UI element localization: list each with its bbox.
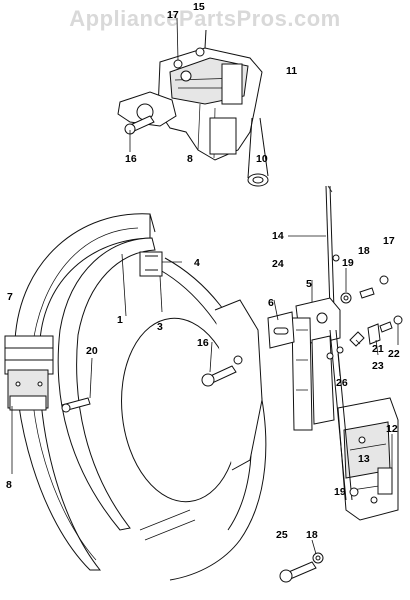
- callout-8: 8: [187, 153, 193, 165]
- callout-18: 18: [358, 245, 370, 257]
- callout-22: 22: [388, 348, 400, 360]
- callout-15: 15: [193, 1, 205, 13]
- callout-14: 14: [272, 230, 284, 242]
- callout-17: 17: [167, 9, 179, 21]
- callout-26: 26: [336, 377, 348, 389]
- latch-plate-6[interactable]: [267, 311, 295, 349]
- door-frame-ring[interactable]: [14, 213, 267, 581]
- callout-3: 3: [157, 321, 163, 333]
- callout-21: 21: [372, 343, 384, 355]
- callout-8b: 8: [6, 479, 12, 491]
- lock-motor-assembly[interactable]: [117, 29, 263, 161]
- callout-10: 10: [256, 153, 268, 165]
- drive-belt-10[interactable]: [247, 117, 269, 187]
- leader-lines: [11, 17, 399, 555]
- screw-20[interactable]: [61, 397, 91, 413]
- hinge-block[interactable]: [4, 335, 54, 411]
- watermark: AppliancePartsPros.com: [69, 6, 341, 31]
- callout-1: 1: [117, 314, 123, 326]
- callout-19: 19: [342, 257, 354, 269]
- callout-18b: 18: [306, 529, 318, 541]
- door-glass[interactable]: [113, 299, 263, 541]
- callout-11: 11: [286, 65, 297, 77]
- callout-7: 7: [7, 291, 13, 303]
- callout-17b: 17: [383, 235, 395, 247]
- callout-23: 23: [372, 360, 384, 372]
- callout-25: 25: [276, 529, 288, 541]
- callout-24: 24: [272, 258, 284, 270]
- callout-13: 13: [358, 453, 370, 465]
- screw-16-center[interactable]: [201, 355, 243, 387]
- callout-labels: 15 17 11 16 8 10 14 18 17 4 24 19 5 7 6 …: [6, 1, 400, 541]
- callout-19b: 19: [334, 486, 346, 498]
- latch-bracket[interactable]: [291, 297, 341, 431]
- callout-5: 5: [306, 278, 312, 290]
- callout-20: 20: [86, 345, 98, 357]
- screw-25[interactable]: [279, 552, 324, 583]
- callout-12: 12: [386, 423, 398, 435]
- small-hardware[interactable]: [326, 254, 403, 497]
- callout-16: 16: [125, 153, 137, 165]
- callout-6: 6: [268, 297, 274, 309]
- screw-16-top[interactable]: [124, 115, 155, 135]
- latch-rod-14[interactable]: [325, 185, 335, 311]
- callout-4: 4: [194, 257, 200, 269]
- callout-16b: 16: [197, 337, 209, 349]
